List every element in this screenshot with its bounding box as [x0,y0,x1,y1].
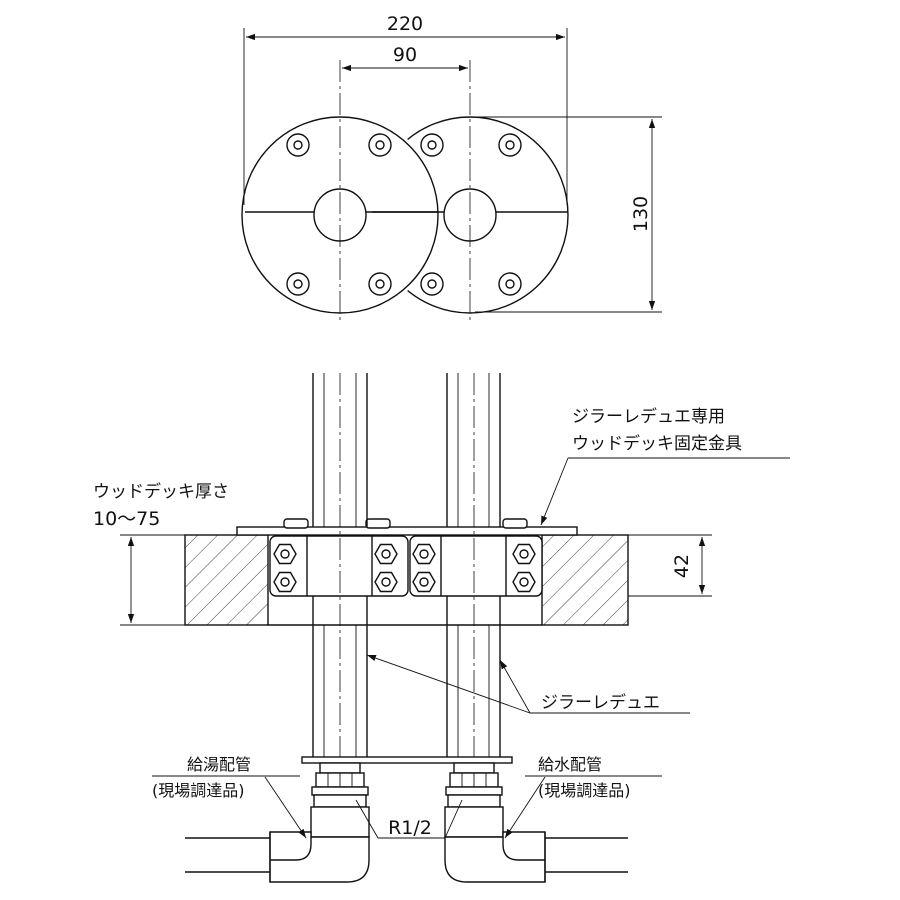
cold-pipe-label: 給水配管 [538,755,602,774]
dim-pitch-label: 90 [393,44,417,66]
dimension-90: 90 [342,44,468,72]
dim-height-label: 130 [630,196,652,232]
right-screw-holes [420,133,522,296]
hot-supply-pipe [185,831,370,883]
fitting-label-line1: ジラーレデュエ専用 [572,406,725,427]
deck-thickness-annotation: ウッドデッキ厚さ 10～75 [93,481,229,626]
fitting-label-line2: ウッドデッキ固定金具 [572,433,742,454]
right-fitting [444,762,504,838]
deck-board-right [541,534,629,626]
base-bar [301,756,513,764]
fitting-leader: ジラーレデュエ専用 ウッドデッキ固定金具 [540,406,790,526]
plate-tabs [283,518,528,529]
cold-pipe-annotation: 給水配管 (現場調達品) [504,755,662,839]
thread-label: R1/2 [388,817,432,839]
deck-thickness-label: ウッドデッキ厚さ [93,481,229,502]
deck-board-left [184,534,269,626]
left-fitting [310,762,370,838]
cold-pipe-note: (現場調達品) [538,781,631,800]
dimension-220: 220 [243,13,568,205]
product-label: ジラーレデュエ [541,692,660,713]
clamp-bolts [273,543,536,593]
thread-annotation: R1/2 [355,799,463,839]
dimension-130: 130 [475,116,662,313]
hot-pipe-label: 給湯配管 [187,755,251,774]
right-pipe [446,373,501,760]
top-plate [236,526,578,536]
top-view: 220 90 130 [238,13,662,322]
side-view: ジラーレデュエ専用 ウッドデッキ固定金具 ウッドデッキ厚さ 10～75 42 ジ… [93,373,790,883]
hot-pipe-note: (現場調達品) [152,781,245,800]
bracket-height-dim: 42 [671,554,693,578]
product-leader: ジラーレデュエ [366,654,690,714]
dim-width-label: 220 [387,13,423,35]
right-clamp-block [409,535,543,597]
cold-supply-pipe [444,831,628,883]
left-clamp-block [269,535,409,597]
hot-pipe-annotation: 給湯配管 (現場調達品) [152,755,307,839]
deck-thickness-range: 10～75 [93,508,160,530]
dimension-42: 42 [628,534,712,597]
left-screw-holes [286,133,392,296]
left-pipe [312,373,368,760]
